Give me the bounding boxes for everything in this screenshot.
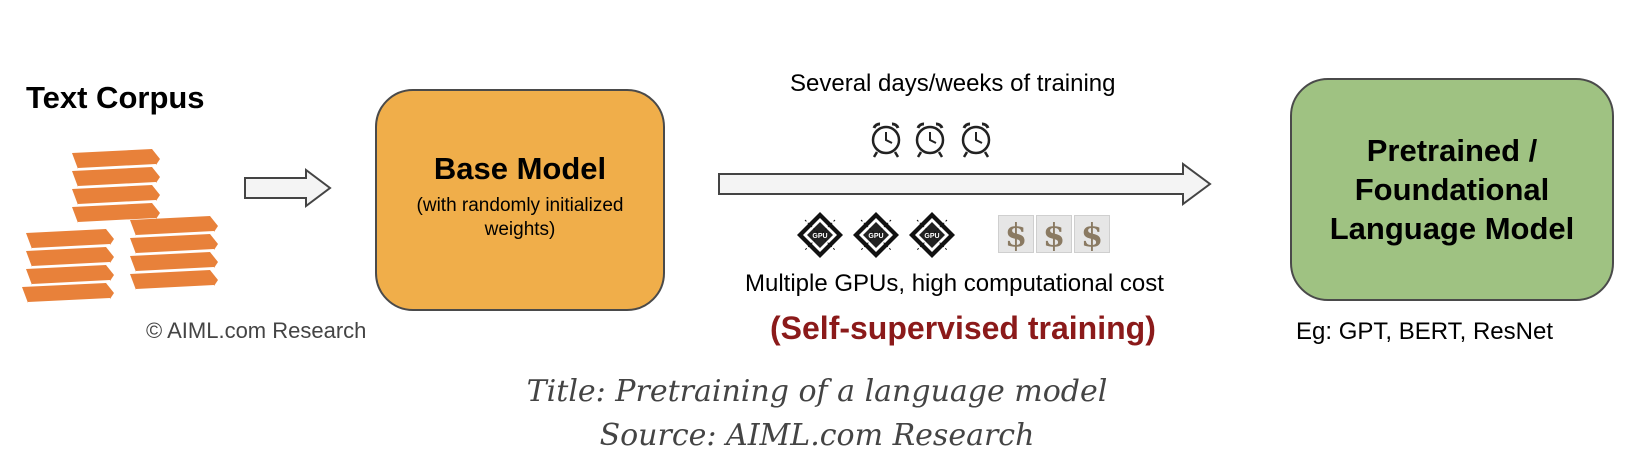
dollar-icon: $ bbox=[1074, 215, 1110, 254]
foundation-model-title: Pretrained / Foundational Language Model bbox=[1329, 133, 1575, 246]
book-stack-top-icon bbox=[72, 149, 160, 224]
base-model-box: Base Model (with randomly initialized we… bbox=[375, 89, 665, 311]
gpu-chip-icon: GPU bbox=[797, 212, 843, 258]
text-corpus-label: Text Corpus bbox=[26, 80, 205, 115]
training-method-label: (Self-supervised training) bbox=[770, 310, 1156, 346]
gpu-chip-icon: GPU bbox=[853, 212, 899, 258]
alarm-clock-icon bbox=[871, 122, 901, 158]
arrow-training bbox=[718, 162, 1212, 206]
arrow-corpus-to-model bbox=[244, 168, 332, 208]
dollar-icon: $ bbox=[998, 215, 1034, 254]
figure-title: Title: Pretraining of a language model bbox=[526, 374, 1108, 409]
copyright-text: © AIML.com Research bbox=[146, 318, 367, 343]
base-model-subtitle: (with randomly initialized weights) bbox=[416, 195, 624, 240]
figure-source: Source: AIML.com Research bbox=[599, 418, 1035, 453]
training-duration-label: Several days/weeks of training bbox=[790, 70, 1116, 97]
alarm-clocks-icon bbox=[871, 122, 991, 158]
model-examples-label: Eg: GPT, BERT, ResNet bbox=[1296, 318, 1553, 345]
svg-text:GPU: GPU bbox=[868, 233, 883, 240]
foundation-model-box: Pretrained / Foundational Language Model bbox=[1290, 78, 1614, 301]
svg-text:GPU: GPU bbox=[924, 233, 939, 240]
book-stack-right-icon bbox=[130, 216, 218, 291]
alarm-clock-icon bbox=[961, 122, 991, 158]
gpu-chip-icon: GPU bbox=[909, 212, 955, 258]
gpu-cost-label: Multiple GPUs, high computational cost bbox=[745, 270, 1164, 297]
gpu-chips-icon: GPU GPU GPU bbox=[797, 212, 955, 258]
book-stack-left-icon bbox=[22, 229, 114, 304]
alarm-clock-icon bbox=[915, 122, 945, 158]
svg-text:GPU: GPU bbox=[812, 233, 827, 240]
books-icon bbox=[22, 149, 218, 304]
base-model-title: Base Model bbox=[433, 151, 607, 186]
dollar-icon: $ bbox=[1036, 215, 1072, 254]
